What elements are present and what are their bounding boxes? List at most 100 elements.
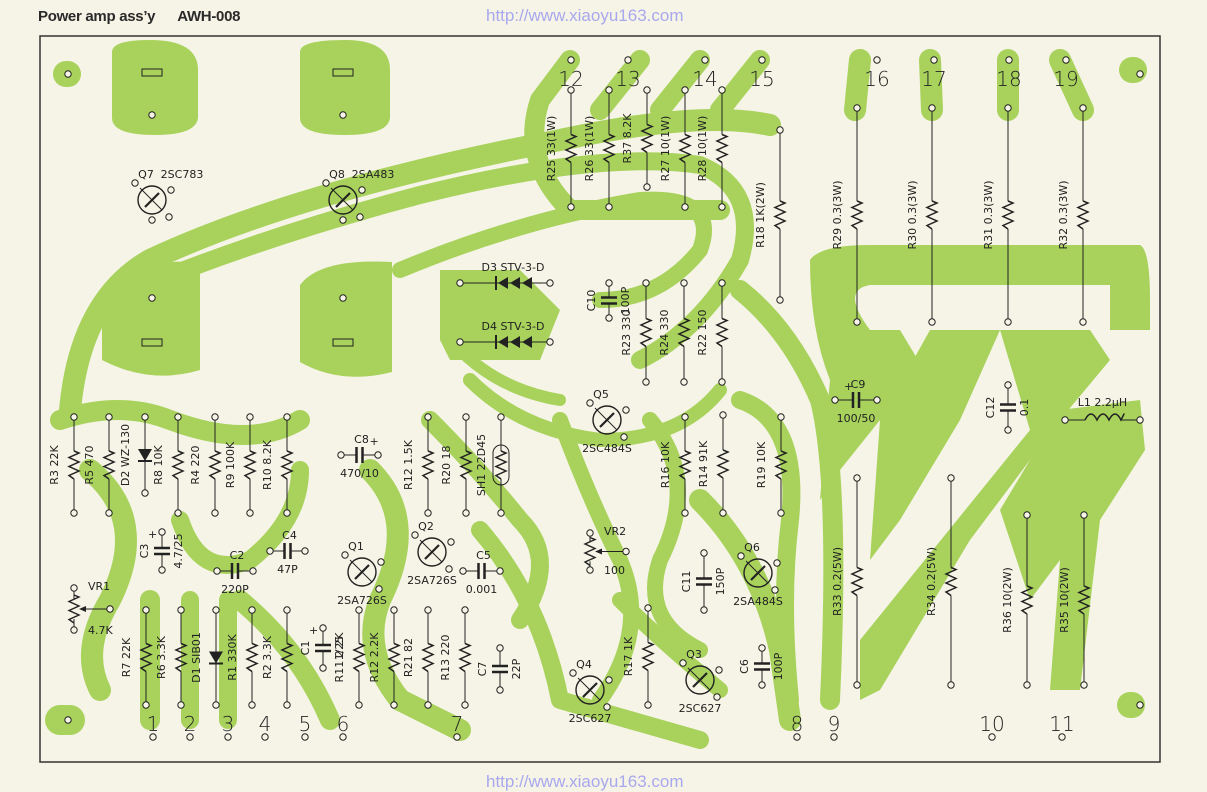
component-r33: R33 0.2(5W) [831,474,864,689]
terminal-number: 19 [1053,67,1078,91]
component-value: 0.001 [466,583,498,596]
svg-text:R16 10K: R16 10K [659,441,672,488]
component-ref: Q1 [348,540,364,553]
terminal-number: 13 [615,67,640,91]
terminal-15: 15 [749,56,775,91]
component-r8: R8 10K [152,413,185,517]
svg-text:R2 3.3K: R2 3.3K [261,635,274,679]
component-value: 150 [696,309,709,330]
component-value: 1K(2W) [754,182,767,223]
component-r16: R16 10K [659,413,692,517]
watermark-bottom: http://www.xiaoyu163.com [486,772,684,791]
component-value: 0.1 [1018,399,1031,417]
component-ref: VR1 [88,580,110,593]
terminal-number: 18 [996,67,1021,91]
component-sh1: SH1 22D45 [475,413,510,517]
terminal-number: 7 [451,712,464,736]
pad [64,70,72,78]
component-r18: R18 1K(2W) [754,126,787,304]
pad [1136,70,1144,78]
svg-text:R24 330: R24 330 [658,309,671,355]
component-r26: R26 33(1W) [583,86,616,211]
component-value: 10K [659,441,672,463]
component-ref: R6 [155,661,168,679]
component-value: 2.2K [333,632,346,657]
component-r11: R11 2.2K [333,606,366,709]
component-ref: Q2 [418,520,434,533]
component-ref: Q5 [593,388,609,401]
terminal-number: 15 [749,67,774,91]
svg-text:R31 0.3(3W): R31 0.3(3W) [982,180,995,249]
svg-text:R29 0.3(3W): R29 0.3(3W) [831,180,844,249]
svg-text:R30 0.3(3W): R30 0.3(3W) [906,180,919,249]
component-ref: R5 [83,466,96,484]
svg-text:R3 22K: R3 22K [48,445,61,485]
component-value: 8.2K [621,113,634,138]
component-value: 47P [277,563,298,576]
component-r22: R22 150 [696,279,729,386]
svg-text:L1 2.2μH: L1 2.2μH [1078,396,1127,409]
component-q2: Q2 2SA726S [407,520,457,587]
component-r36: R36 10(2W) [1001,511,1034,689]
pad [339,294,347,302]
component-ref: R11 [333,657,346,682]
terminal-number: 16 [864,67,889,91]
pad [148,294,156,302]
svg-text:D1 SIB01: D1 SIB01 [190,632,203,683]
component-ref: D1 [190,664,203,683]
component-r35: R35 10(2W) [1058,511,1091,689]
component-value: 1K [622,636,635,651]
svg-text:R17 1K: R17 1K [622,636,635,676]
svg-text:R12 2.2K: R12 2.2K [368,632,381,683]
terminal-number: 10 [979,712,1004,736]
component-r7: R7 22K [120,606,153,709]
component-ref: C5 [476,549,491,562]
component-r19: R19 10K [755,413,788,517]
component-value: 0.3(3W) [831,180,844,224]
component-r17: R17 1K [622,604,655,709]
component-r30: R30 0.3(3W) [906,104,939,326]
component-value: 2SA726S [407,574,457,587]
svg-text:R34 0.2(5W): R34 0.2(5W) [925,547,938,616]
terminal-8: 8 [791,712,804,741]
component-ref: R1 [226,663,239,681]
component-ref: D2 [119,467,132,486]
component-value: 220 [189,445,202,466]
terminal-number: 1 [147,712,160,736]
terminal-14: 14 [692,56,718,91]
component-value: 8.2K [261,439,274,464]
component-value: 2SC627 [569,712,612,725]
terminal-13: 13 [615,56,641,91]
component-ref: R14 [697,462,710,487]
component-ref: R10 [261,465,274,490]
component-r13: R13 220 [439,606,472,709]
component-l1: L1 2.2μH [1061,396,1144,424]
svg-text:R8 10K: R8 10K [152,445,165,485]
component-value: 0.2(5W) [831,547,844,591]
pad [64,716,72,724]
component-ref: R18 [754,223,767,248]
component-value: 2SC783 [161,168,204,181]
terminal-number: 3 [222,712,235,736]
svg-text:SH1 22D45: SH1 22D45 [475,434,488,496]
component-value: 4.7/25 [172,533,185,568]
component-value: 100/50 [837,412,876,425]
component-ref: C10 [585,290,598,312]
terminal-6: 6 [337,712,349,741]
terminal-12: 12 [558,56,584,91]
terminal-number: 8 [791,712,804,736]
component-r2: R2 3.3K [261,606,294,709]
svg-text:R18 1K(2W): R18 1K(2W) [754,182,767,248]
svg-text:R26 33(1W): R26 33(1W) [583,116,596,182]
terminal-4: 4 [259,712,271,741]
component-r6: R6 3.3K [155,606,188,709]
svg-text:R9 100K: R9 100K [224,441,237,488]
component-value: 0.3(3W) [906,180,919,224]
terminal-number: 11 [1049,712,1074,736]
component-ref: R25 [545,156,558,181]
